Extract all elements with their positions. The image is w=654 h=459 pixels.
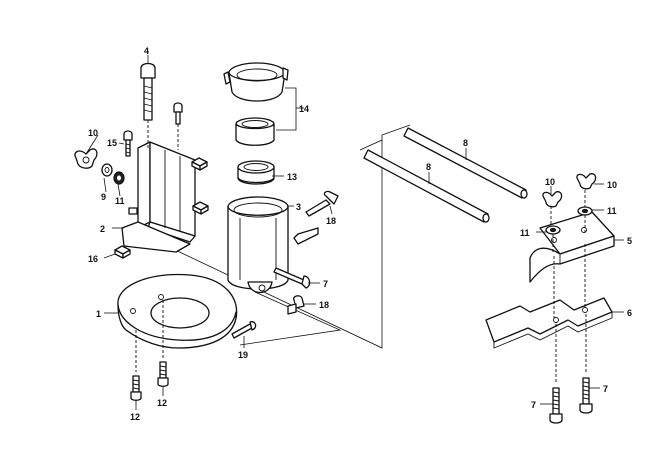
- part-10-wing-nut-right-a: [542, 191, 563, 208]
- callout-10: 10: [545, 177, 555, 187]
- part-16-square-nut: [114, 245, 131, 259]
- callout-1: 1: [96, 309, 101, 319]
- callout-8: 8: [463, 138, 468, 148]
- callout-11: 11: [607, 206, 617, 216]
- assembly-lines: [149, 124, 411, 349]
- part-12-screw-right: [157, 300, 169, 387]
- part-12-screw-left: [130, 330, 142, 401]
- callout-2: 2: [100, 224, 105, 234]
- callout-8: 8: [426, 162, 431, 172]
- callout-labels: 4 14 10 15 9 11 13 3 18 2 16 7 18 1 19 1…: [88, 46, 632, 422]
- part-8-rod-lower: [363, 149, 490, 223]
- callout-10: 10: [607, 180, 617, 190]
- part-19-screw: [231, 321, 257, 339]
- part-screw-top: [173, 102, 183, 150]
- callout-18: 18: [326, 216, 336, 226]
- part-18-screw-upper: [293, 190, 339, 245]
- callout-19: 19: [238, 350, 248, 360]
- part-1-base-plate: [117, 273, 238, 349]
- part-9-washer: [101, 163, 113, 177]
- callout-9: 9: [101, 192, 106, 202]
- callout-7: 7: [323, 279, 328, 289]
- part-11-washer-right-a: [545, 225, 561, 235]
- callout-10: 10: [88, 128, 98, 138]
- leader-lines: [85, 55, 624, 410]
- part-11-washer-right-b: [577, 206, 593, 216]
- callout-14: 14: [299, 104, 309, 114]
- callout-5: 5: [627, 236, 632, 246]
- callout-12: 12: [130, 412, 140, 422]
- callout-7: 7: [603, 384, 608, 394]
- part-8-rod-upper: [403, 127, 528, 199]
- part-13-ring: [237, 160, 275, 185]
- part-6-plate: [485, 297, 613, 349]
- part-7-screw-right-a: [549, 387, 563, 424]
- callout-18: 18: [319, 300, 329, 310]
- part-14-bushing: [235, 117, 275, 146]
- callout-13: 13: [287, 172, 297, 182]
- callout-3: 3: [296, 202, 301, 212]
- part-14-cap: [223, 62, 289, 102]
- callout-4: 4: [144, 46, 149, 56]
- part-10-wing-nut-left: [74, 148, 98, 169]
- part-10-wing-nut-right-b: [576, 173, 597, 190]
- part-14-bracket-line: [276, 87, 297, 131]
- callout-11: 11: [520, 228, 530, 238]
- right-centerlines: [550, 190, 587, 384]
- part-2-bracket: [121, 141, 196, 253]
- callout-15: 15: [107, 138, 117, 148]
- callout-12: 12: [157, 398, 167, 408]
- square-nut-upper: [191, 157, 208, 171]
- part-4-bolt: [140, 62, 156, 150]
- part-15-screw: [123, 130, 133, 157]
- part-18-screw-lower: [287, 295, 305, 315]
- part-5-slider-block: [529, 211, 615, 283]
- part-11-washer-left: [113, 171, 125, 185]
- part-3-housing: [227, 196, 289, 294]
- callout-11: 11: [115, 196, 125, 206]
- square-nut-middle: [192, 201, 209, 215]
- callout-7: 7: [531, 400, 536, 410]
- part-7-screw-right-b: [579, 377, 593, 414]
- callout-16: 16: [88, 254, 98, 264]
- callout-6: 6: [627, 308, 632, 318]
